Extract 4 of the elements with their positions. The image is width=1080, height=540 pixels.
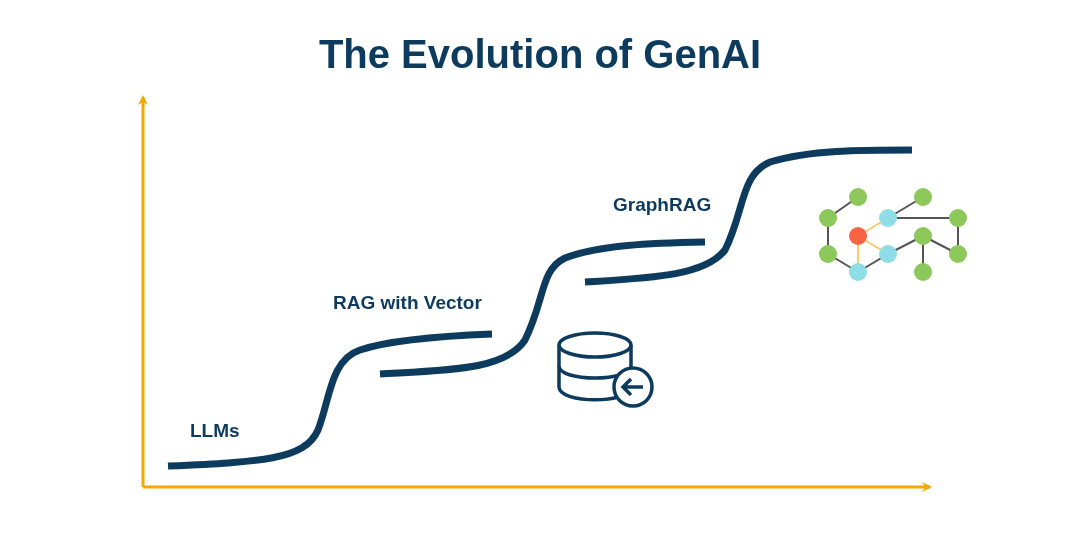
stage-label: RAG with Vector — [333, 292, 482, 314]
stage-label: LLMs — [190, 420, 240, 442]
title: The Evolution of GenAI — [318, 32, 762, 77]
stage-label: GraphRAG — [613, 194, 712, 216]
